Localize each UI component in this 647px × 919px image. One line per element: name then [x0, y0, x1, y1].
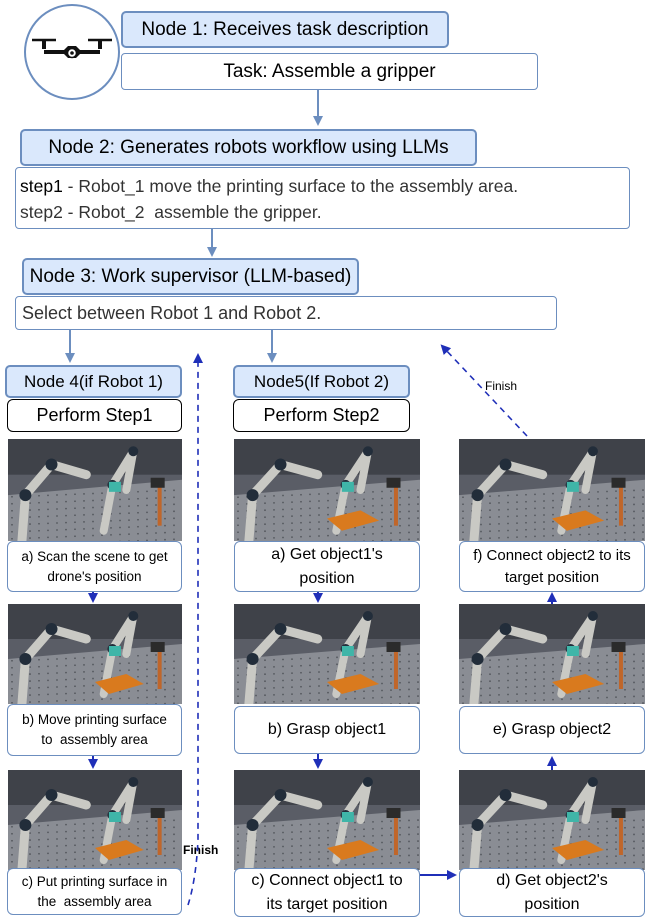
node5-perform-box: Perform Step2 — [233, 399, 410, 432]
node3-text: Select between Robot 1 and Robot 2. — [22, 303, 322, 323]
node2-steps-box: step1 - Robot_1 move the printing surfac… — [15, 167, 630, 229]
node1-task: Task: Assemble a gripper — [223, 60, 436, 82]
drone-icon — [32, 38, 112, 59]
finish-label-right: Finish — [485, 379, 518, 393]
robot-photo-node5-a — [234, 439, 420, 541]
node3-title: Node 3: Work supervisor (LLM-based) — [29, 265, 352, 287]
node4-step-c-caption: c) Put printing surface in the assembly a… — [7, 868, 182, 915]
node3-header: Node 3: Work supervisor (LLM-based) — [22, 258, 359, 295]
node2-step1-prefix: step1 — [20, 176, 63, 196]
node2-step1-line: step1 - Robot_1 move the printing surfac… — [20, 173, 629, 199]
node4-step-c-line2: the assembly area — [37, 893, 152, 909]
drone-circle — [24, 4, 120, 100]
robot-photo-node4-a — [8, 439, 182, 541]
robot-scene-drawing — [8, 770, 182, 870]
node5-step-a-line2: position — [299, 569, 355, 587]
robot-scene-drawing — [8, 604, 182, 704]
robot-photo-node4-c — [8, 770, 182, 870]
node1-title: Node 1: Receives task description — [141, 18, 429, 40]
robot-photo-node4-b — [8, 604, 182, 704]
robot-scene-drawing — [234, 604, 420, 704]
node5-step-d-line1: d) Get object2's — [496, 872, 608, 890]
node5-step-b-caption: b) Grasp object1 — [234, 706, 420, 754]
node5-step-f-line2: target position — [504, 568, 600, 586]
arrow-finish-right — [440, 344, 528, 437]
node5-step-c-caption: c) Connect object1 to its target position — [234, 868, 420, 917]
node4-step-a-caption: a) Scan the scene to get drone's position — [7, 541, 182, 592]
node4-step-a-line1: a) Scan the scene to get — [21, 548, 168, 564]
finish-label-left: Finish — [183, 843, 219, 857]
robot-scene-drawing — [8, 439, 182, 541]
node1-task-box: Task: Assemble a gripper — [121, 53, 538, 90]
robot-photo-node5-e — [459, 604, 645, 704]
robot-photo-node5-f — [459, 439, 645, 541]
node5-step-b-line1: b) Grasp object1 — [267, 721, 387, 739]
node2-step1-text: - Robot_1 move the printing surface to t… — [62, 176, 519, 196]
node2-step2-line: step2 - Robot_2 assemble the gripper. — [20, 202, 322, 222]
node5-header: Node5(If Robot 2) — [233, 365, 410, 398]
node4-perform: Perform Step1 — [36, 405, 153, 425]
node5-step-f-line1: f) Connect object2 to its — [473, 546, 631, 564]
robot-scene-drawing — [234, 770, 420, 870]
node4-header: Node 4(if Robot 1) — [5, 365, 182, 398]
node3-text-box: Select between Robot 1 and Robot 2. — [15, 296, 557, 330]
node5-perform: Perform Step2 — [263, 405, 380, 425]
node2-title: Node 2: Generates robots workflow using … — [48, 136, 449, 158]
node4-title: Node 4(if Robot 1) — [24, 371, 163, 391]
robot-photo-node5-c — [234, 770, 420, 870]
node5-step-d-line2: position — [524, 895, 580, 913]
node2-header: Node 2: Generates robots workflow using … — [20, 129, 477, 166]
arrow-finish-left — [187, 353, 203, 906]
node4-step-b-line2: to assembly area — [41, 732, 148, 747]
node5-step-a-caption: a) Get object1's position — [234, 541, 420, 592]
robot-scene-drawing — [459, 439, 645, 541]
node5-step-c-line1: c) Connect object1 to — [251, 872, 403, 890]
robot-photo-node5-d — [459, 770, 645, 870]
node4-step-c-line1: c) Put printing surface in — [21, 873, 168, 889]
node5-step-d-caption: d) Get object2's position — [459, 868, 645, 917]
robot-photo-node5-b — [234, 604, 420, 704]
robot-scene-drawing — [459, 770, 645, 870]
node5-step-a-line1: a) Get object1's — [271, 546, 383, 564]
node5-step-e-line1: e) Grasp object2 — [492, 721, 612, 739]
node4-step-a-line2: drone's position — [47, 568, 142, 584]
robot-scene-drawing — [234, 439, 420, 541]
node5-step-e-caption: e) Grasp object2 — [459, 706, 645, 754]
node5-step-c-line2: its target position — [266, 895, 388, 913]
node4-perform-box: Perform Step1 — [7, 399, 182, 432]
robot-scene-drawing — [459, 604, 645, 704]
node1-header: Node 1: Receives task description — [121, 11, 449, 48]
node4-step-b-caption: b) Move printing surface to assembly area — [7, 704, 182, 756]
node5-step-f-caption: f) Connect object2 to its target position — [459, 541, 645, 592]
node4-step-b-line1: b) Move printing surface — [22, 712, 167, 728]
node5-title: Node5(If Robot 2) — [253, 371, 390, 391]
